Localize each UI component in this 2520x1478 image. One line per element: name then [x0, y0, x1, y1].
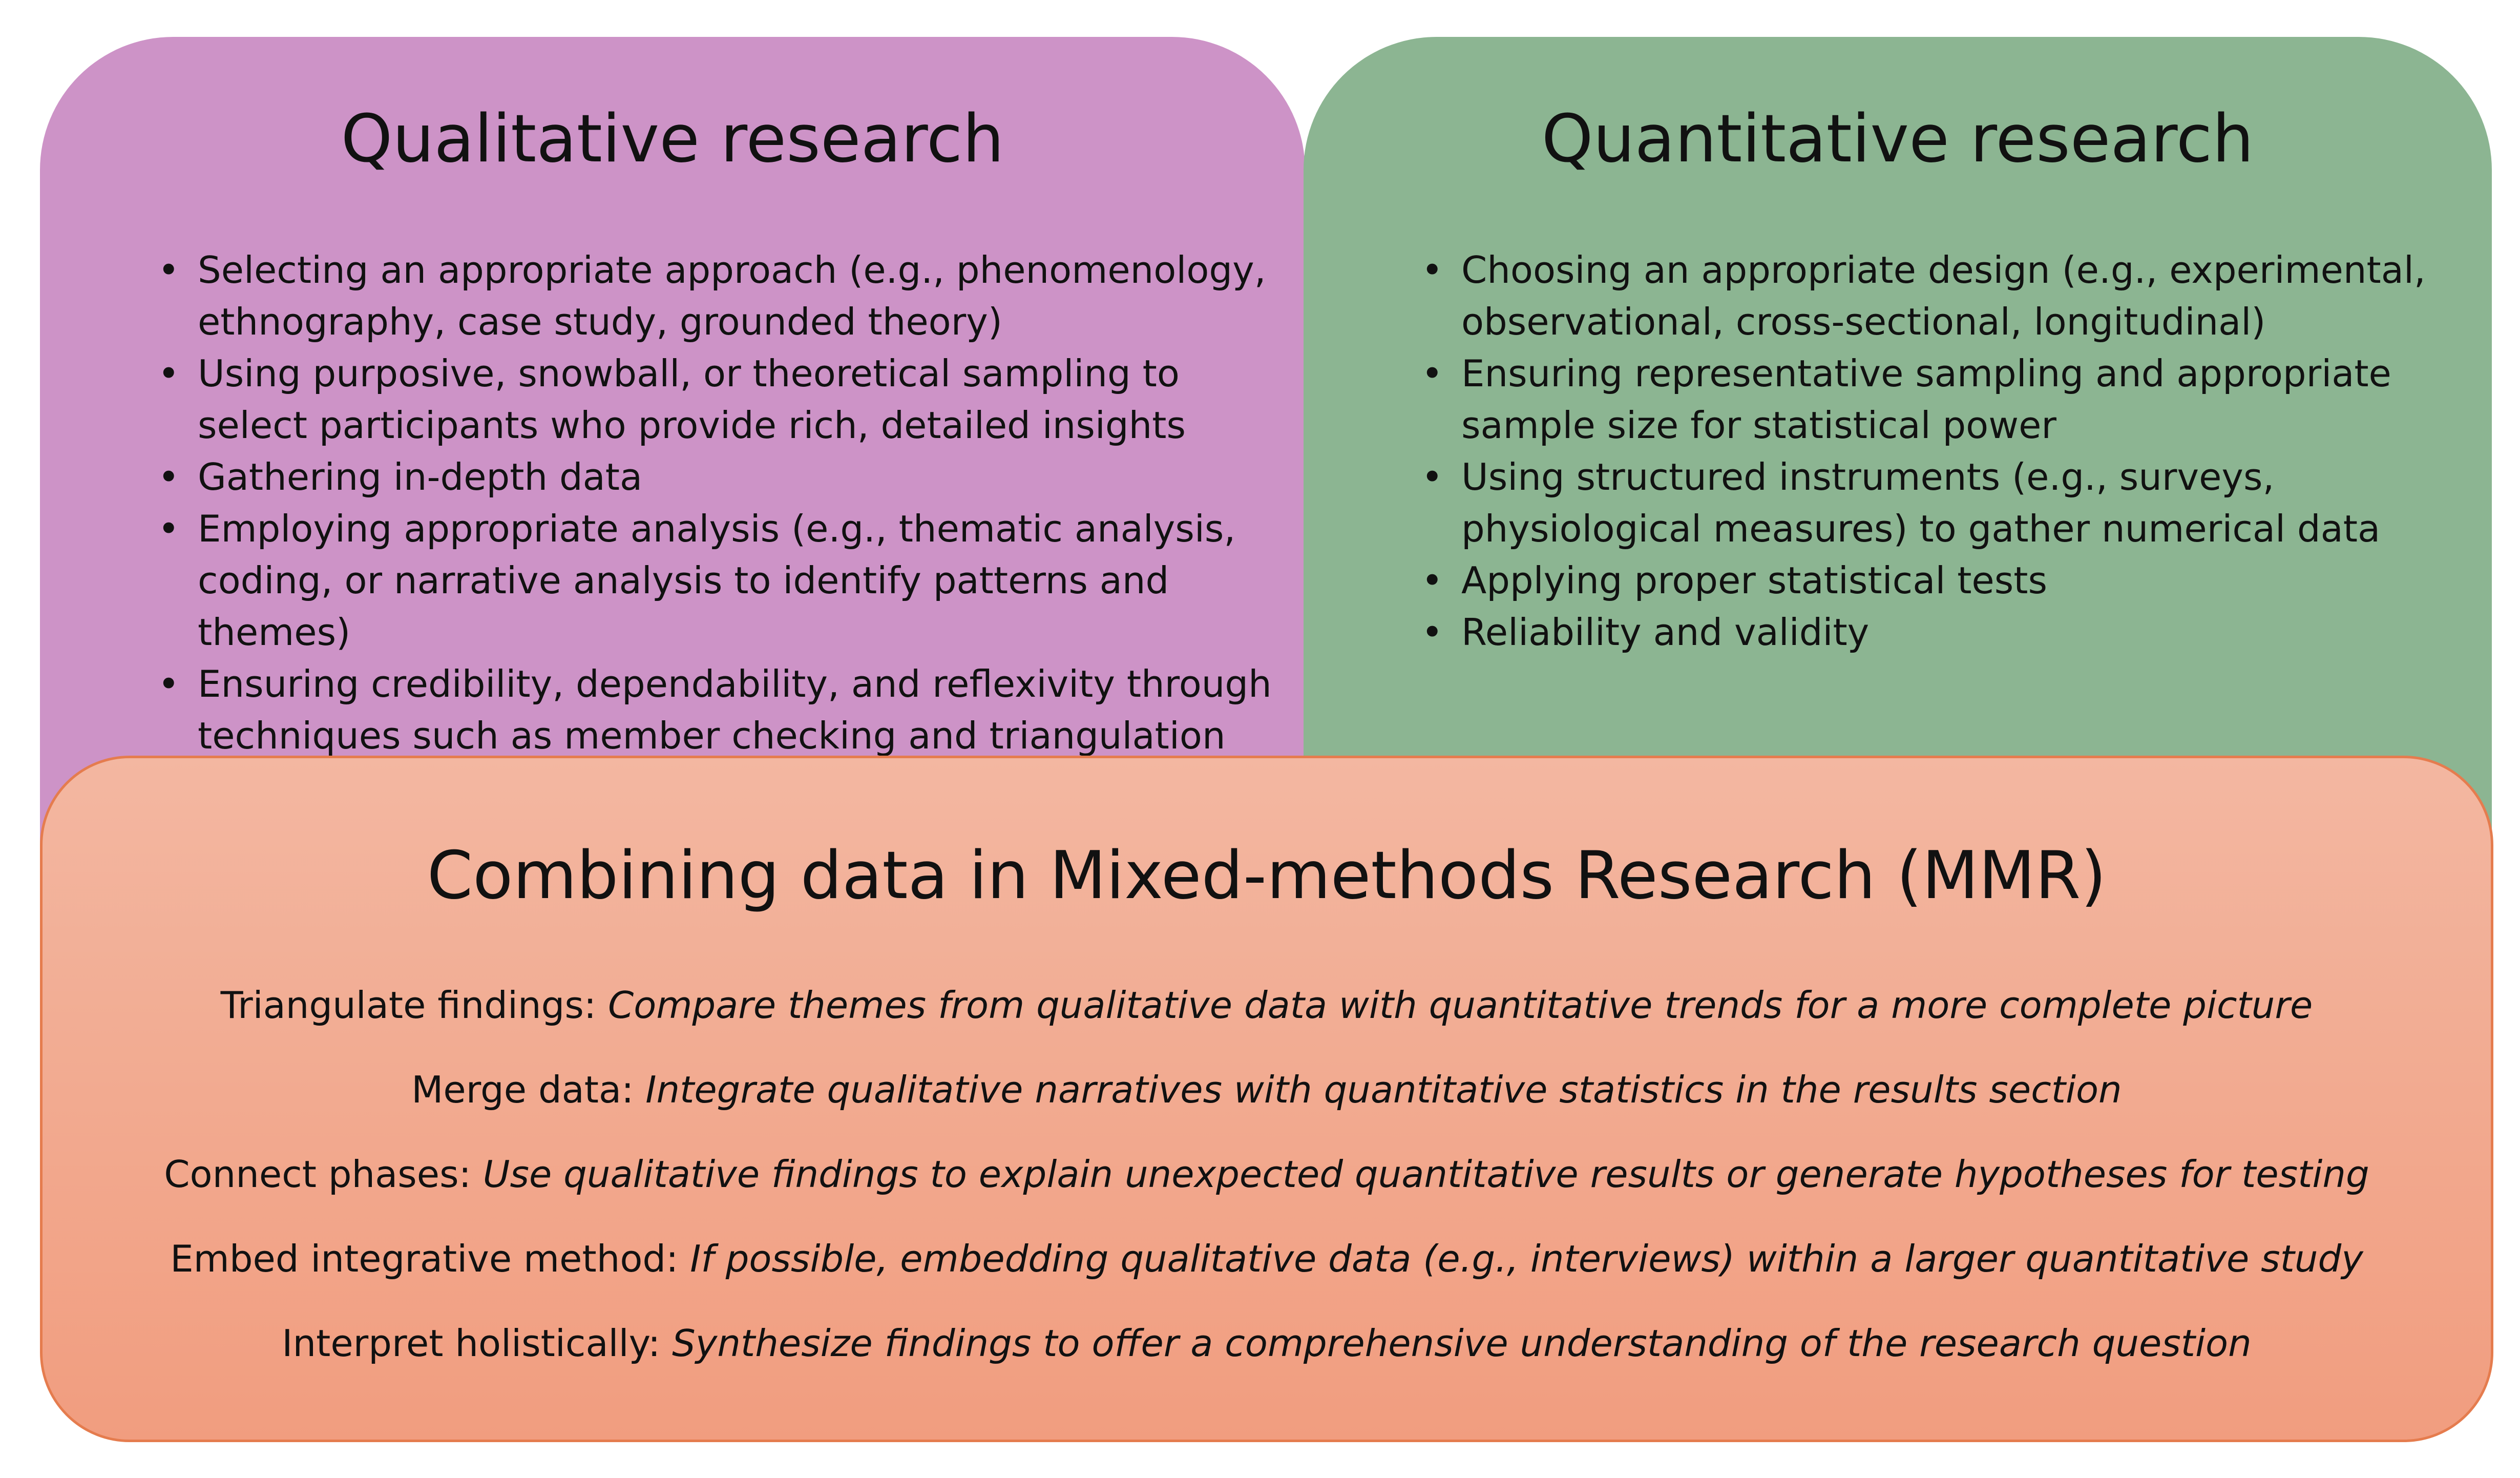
mmr-title: Combining data in Mixed-methods Research… — [427, 838, 2107, 914]
list-item-text: Employing appropriate analysis (e.g., th… — [198, 507, 1236, 654]
mmr-row-label: Interpret holistically: — [282, 1322, 661, 1365]
list-item-text: Selecting an appropriate approach (e.g.,… — [198, 248, 1266, 343]
mmr-row: Triangulate findings: Compare themes fro… — [43, 963, 2491, 1048]
list-item-text: Gathering in-depth data — [198, 455, 643, 498]
list-item: • Reliability and validity — [1421, 607, 2471, 658]
list-item: • Using purposive, snowball, or theoretic… — [158, 348, 1274, 451]
mmr-row: Embed integrative method: If possible, e… — [43, 1217, 2491, 1301]
mmr-row: Connect phases: Use qualitative findings… — [43, 1132, 2491, 1217]
list-item: • Gathering in-depth data — [158, 451, 1274, 503]
list-item: • Choosing an appropriate design (e.g., e… — [1421, 244, 2471, 348]
list-item-text: Ensuring representative sampling and app… — [1461, 352, 2391, 447]
qualitative-research-panel: Qualitative research • Selecting an appro… — [40, 37, 1305, 985]
list-item-text: Ensuring credibility, dependability, and… — [198, 662, 1272, 757]
quantitative-title: Quantitative research — [1541, 101, 2254, 177]
mmr-row-label: Triangulate findings: — [220, 984, 597, 1027]
qualitative-title: Qualitative research — [341, 101, 1004, 177]
mmr-row-description: If possible, embedding qualitative data … — [690, 1237, 2363, 1280]
bullet-dot-icon: • — [1421, 248, 1443, 292]
mmr-row-description: Integrate qualitative narratives with qu… — [645, 1068, 2122, 1111]
mmr-list: Triangulate findings: Compare themes fro… — [43, 963, 2491, 1386]
list-item: • Ensuring representative sampling and ap… — [1421, 348, 2471, 451]
bullet-dot-icon: • — [158, 662, 180, 705]
list-item-text: Choosing an appropriate design (e.g., ex… — [1461, 248, 2426, 343]
bullet-dot-icon: • — [158, 248, 180, 292]
bullet-dot-icon: • — [158, 507, 180, 550]
list-item-text: Applying proper statistical tests — [1461, 559, 2047, 602]
mmr-row-label: Embed integrative method: — [170, 1237, 679, 1280]
mmr-row-label: Connect phases: — [164, 1153, 471, 1196]
bullet-dot-icon: • — [158, 352, 180, 395]
mmr-row-description: Use qualitative findings to explain unex… — [482, 1153, 2369, 1196]
list-item: • Ensuring credibility, dependability, an… — [158, 658, 1274, 762]
qualitative-list: • Selecting an appropriate approach (e.g.… — [158, 244, 1274, 762]
quantitative-list: • Choosing an appropriate design (e.g., e… — [1421, 244, 2471, 658]
list-item-text: Using purposive, snowball, or theoretica… — [198, 352, 1186, 447]
list-item-text: Using structured instruments (e.g., surv… — [1461, 455, 2381, 550]
mmr-row-description: Synthesize findings to offer a comprehen… — [672, 1322, 2252, 1365]
mixed-methods-panel: Combining data in Mixed-methods Research… — [40, 756, 2493, 1442]
mmr-row-description: Compare themes from qualitative data wit… — [608, 984, 2313, 1027]
list-item: • Using structured instruments (e.g., sur… — [1421, 451, 2471, 555]
list-item: • Selecting an appropriate approach (e.g.… — [158, 244, 1274, 348]
list-item: • Applying proper statistical tests — [1421, 555, 2471, 607]
bullet-dot-icon: • — [1421, 352, 1443, 395]
bullet-dot-icon: • — [1421, 455, 1443, 498]
mmr-row: Interpret holistically: Synthesize findi… — [43, 1301, 2491, 1386]
bullet-dot-icon: • — [1421, 611, 1443, 654]
bullet-dot-icon: • — [158, 455, 180, 498]
list-item-text: Reliability and validity — [1461, 611, 1870, 654]
bullet-dot-icon: • — [1421, 559, 1443, 602]
list-item: • Employing appropriate analysis (e.g., t… — [158, 503, 1274, 658]
mmr-row-label: Merge data: — [411, 1068, 634, 1111]
mmr-row: Merge data: Integrate qualitative narrat… — [43, 1048, 2491, 1132]
